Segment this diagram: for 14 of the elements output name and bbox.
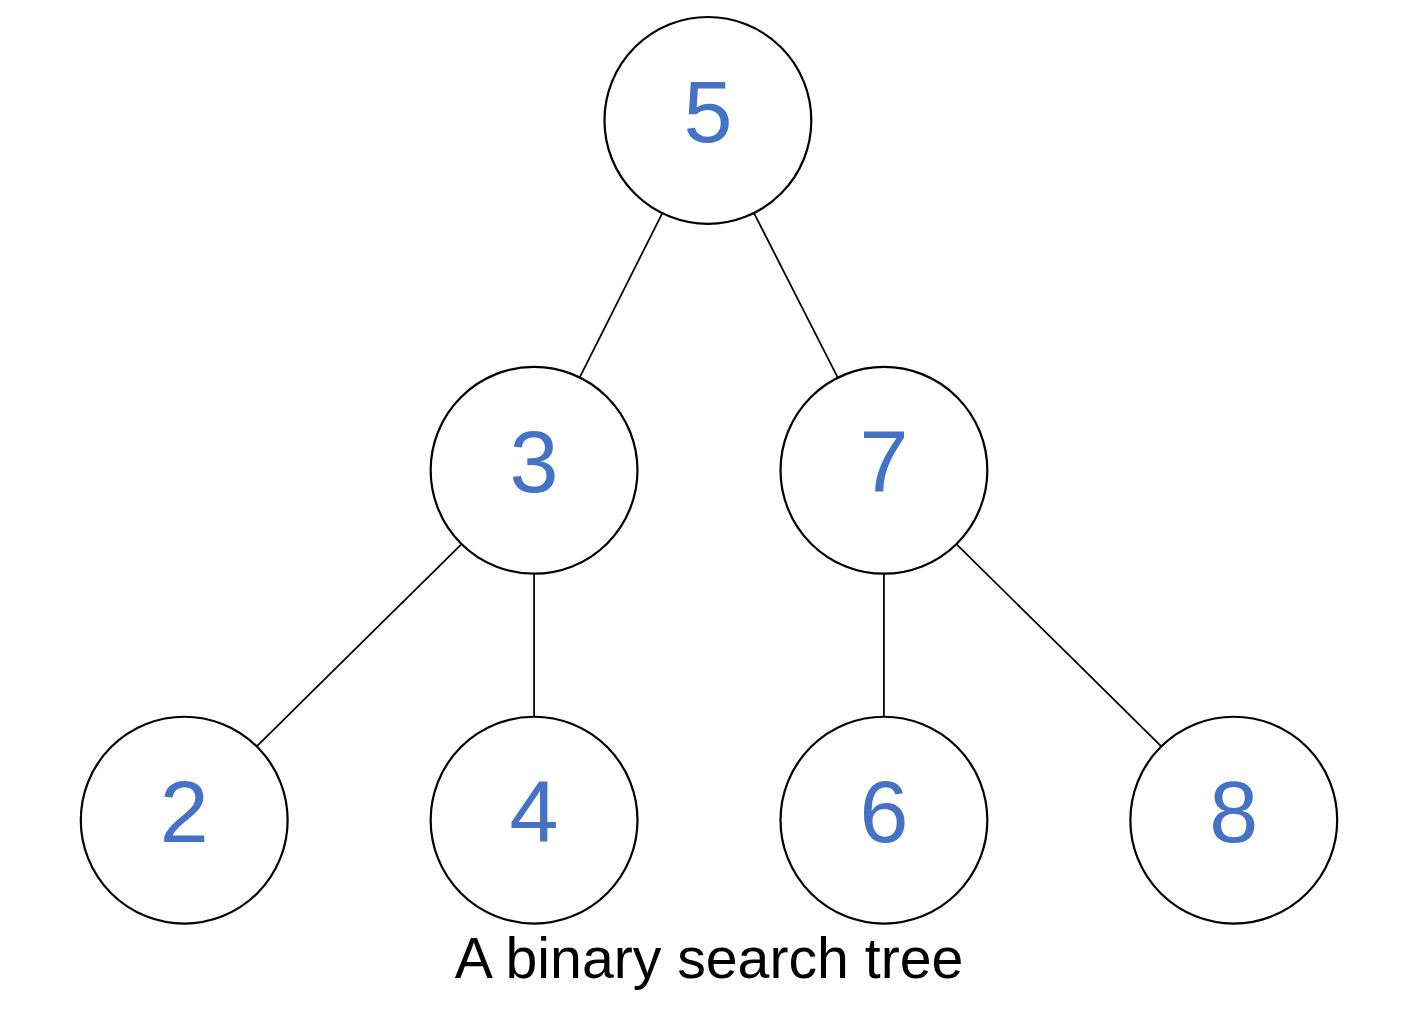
node-circle: 3 <box>429 365 639 575</box>
connector <box>955 543 1162 747</box>
connector <box>533 573 535 718</box>
connector <box>256 543 463 747</box>
caption: A binary search tree <box>454 926 964 991</box>
connector <box>883 573 885 718</box>
node-circle: 7 <box>779 365 989 575</box>
node-circle: 6 <box>779 715 989 925</box>
connector <box>753 212 839 379</box>
node-circle: 8 <box>1129 715 1339 925</box>
connector <box>578 212 664 379</box>
node-circle: 5 <box>603 15 813 225</box>
node-circle: 2 <box>79 715 289 925</box>
node-circle: 4 <box>429 715 639 925</box>
